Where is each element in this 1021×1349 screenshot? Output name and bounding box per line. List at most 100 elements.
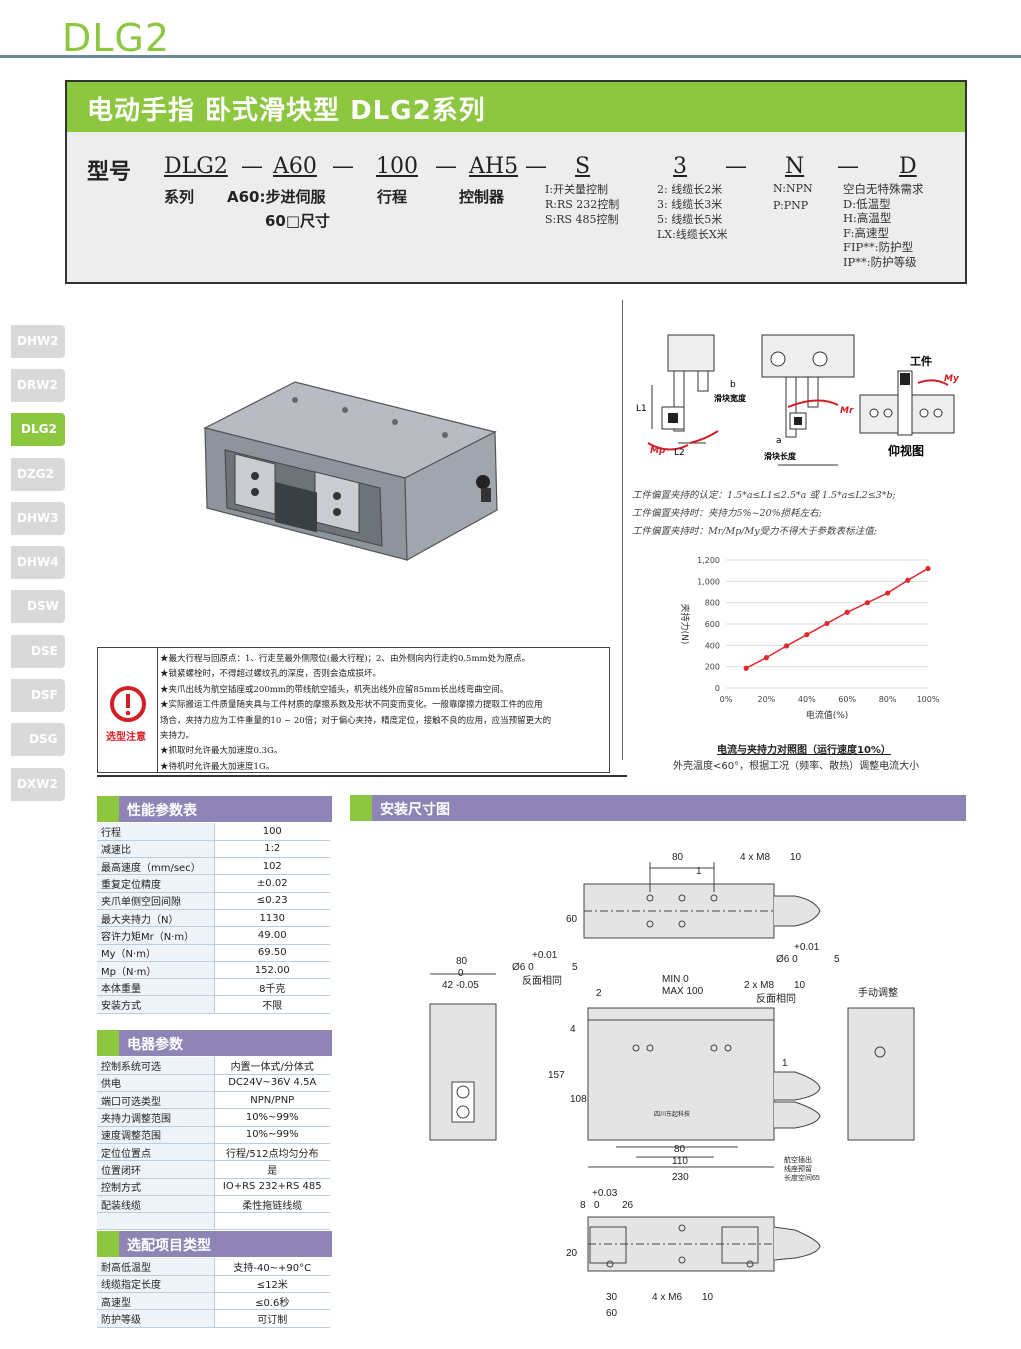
elec-label: 控制系统可选 — [97, 1057, 214, 1075]
dim-60: 60 — [566, 914, 578, 925]
stroke-min: MIN 0 — [662, 974, 689, 985]
opts-value: ≤12米 — [213, 1275, 330, 1294]
dim-42: 42 -0.05 — [442, 980, 479, 991]
x-tick-label: 0% — [720, 695, 733, 704]
side-tab-dhw3[interactable]: DHW3 — [11, 502, 65, 535]
perf-label: 本体重量 — [97, 978, 214, 997]
perf-label: 重复定位精度 — [97, 874, 214, 893]
side-tab-dsf[interactable]: DSF — [11, 679, 65, 712]
perf-value: ±0.02 — [213, 874, 330, 893]
dim-8: 8 — [580, 1200, 586, 1211]
notes-icon-area: 选型注意 — [98, 648, 158, 772]
label-a: a — [776, 436, 782, 446]
dim-m8b-depth: 10 — [794, 980, 806, 991]
label-a-desc: 滑块长度 — [764, 451, 797, 461]
elec-label: 控制方式 — [97, 1178, 214, 1196]
data-point — [743, 665, 749, 671]
label-l1: L1 — [636, 404, 647, 414]
depth-right: 5 — [834, 954, 840, 965]
perf-label: 安装方式 — [97, 995, 214, 1014]
perf-row: Mp（N·m）152.00 — [97, 961, 330, 980]
sub-motor: A60:步进伺服 — [227, 188, 326, 206]
y-tick-label: 1,000 — [697, 577, 720, 586]
perf-label: 行程 — [97, 823, 214, 841]
dim-80: 80 — [672, 852, 684, 863]
data-point — [885, 590, 891, 596]
opts-value: ≤0.6秒 — [213, 1292, 330, 1311]
side-tab-dxw2[interactable]: DXW2 — [11, 768, 65, 801]
label-l2: L2 — [674, 448, 685, 458]
side-tab-dse[interactable]: DSE — [11, 635, 65, 668]
offset-note-3: 工件偏置夹持时：Mr/Mp/My受力不得大于参数表标注值; — [632, 526, 877, 537]
dim-1b: 1 — [782, 1058, 788, 1069]
same-side-right: 反面相同 — [756, 992, 796, 1005]
perf-row: 安装方式不限 — [97, 995, 330, 1014]
perf-row: 重复定位精度±0.02 — [97, 874, 330, 893]
perf-value: 100 — [213, 823, 330, 841]
code-dash: — — [525, 154, 547, 179]
elec-value: NPN/PNP — [213, 1091, 330, 1110]
perf-label: 减速比 — [97, 840, 214, 859]
dim-m8: 4 x M8 — [740, 852, 770, 863]
side-tab-dsg[interactable]: DSG — [11, 723, 65, 756]
divider — [97, 775, 627, 777]
tol-3: +0.01 — [532, 950, 558, 961]
sub-series: 系列 — [164, 188, 195, 206]
selection-notes: 选型注意 ★最大行程与回原点：1、行走至最外侧限位(最大行程)；2、由外侧向内行… — [97, 647, 610, 773]
data-point — [763, 655, 769, 661]
dim-60-bottom: 60 — [606, 1308, 618, 1319]
perf-row: 最高速度（mm/sec）102 — [97, 857, 330, 876]
opts-title: 选配项目类型 — [97, 1231, 332, 1257]
series-line — [745, 567, 929, 669]
offset-diagram: L1 L2 Mp b 滑块宽度 Mr a 滑块长度 工件 My 仰视图 — [636, 334, 960, 466]
data-point — [784, 643, 790, 649]
elec-value: 行程/512点均匀分布 — [213, 1143, 330, 1162]
force-current-chart: 02004006008001,0001,2000%20%40%60%80%100… — [679, 556, 940, 721]
elec-label: 定位位置点 — [97, 1143, 214, 1162]
dim-phi6-left: Ø6 0 — [512, 962, 534, 973]
elec-label: 端口可选类型 — [97, 1091, 214, 1110]
perf-value: 不限 — [213, 995, 330, 1014]
perf-value: 102 — [213, 857, 330, 876]
offset-note-1: 工件偏置夹持的认定：1.5*a≤L1≤2.5*a 或 1.5*a≤L2≤3*b; — [632, 490, 896, 501]
chart-note: 外壳温度<60°，根据工况（频率、散热）调整电流大小 — [673, 761, 920, 772]
x-tick-label: 20% — [758, 695, 776, 704]
opts-label: 高速型 — [97, 1292, 214, 1311]
elec-value: 10%~99% — [213, 1126, 330, 1144]
same-side-left: 反面相同 — [522, 974, 562, 987]
dim-20: 20 — [566, 1248, 578, 1259]
opts-value: 支持-40~+90°C — [213, 1258, 330, 1276]
perf-row: 夹爪单侧空回间隙≤0.23 — [97, 892, 330, 910]
code-controller: AH5 — [469, 154, 519, 179]
data-point — [824, 620, 830, 627]
side-tab-dzg2[interactable]: DZG2 — [11, 458, 65, 491]
title-rule — [0, 55, 1021, 58]
side-tab-drw2[interactable]: DRW2 — [11, 369, 65, 402]
label-bottom-view: 仰视图 — [888, 443, 924, 458]
code-dash: — — [725, 154, 747, 179]
side-tab-dlg2[interactable]: DLG2 — [11, 413, 65, 446]
label-b: b — [730, 380, 736, 390]
elec-row: 控制系统可选内置一体式/分体式 — [97, 1057, 330, 1075]
dim-80-left: 80 — [456, 956, 468, 967]
perf-value: 69.50 — [213, 944, 330, 962]
y-tick-label: 0 — [715, 684, 720, 693]
y-tick-label: 800 — [705, 599, 720, 608]
side-tab-dhw4[interactable]: DHW4 — [11, 546, 65, 579]
label-b-desc: 滑块宽度 — [714, 393, 747, 403]
side-tab-dhw2[interactable]: DHW2 — [11, 325, 65, 358]
dim-110: 110 — [672, 1156, 688, 1167]
perf-label: 最大夹持力（N） — [97, 909, 214, 928]
stroke-max: MAX 100 — [662, 986, 704, 997]
code-special: D — [899, 154, 917, 179]
plug-note-3: 长度空间65 — [784, 1173, 820, 1182]
code-dash: — — [837, 154, 859, 179]
dim-0-bottom: 0 — [594, 1200, 600, 1211]
label-my: My — [944, 374, 960, 384]
side-tab-dsw[interactable]: DSW — [11, 590, 65, 623]
dim-1: 1 — [696, 866, 702, 877]
code-stroke: 100 — [376, 154, 418, 179]
